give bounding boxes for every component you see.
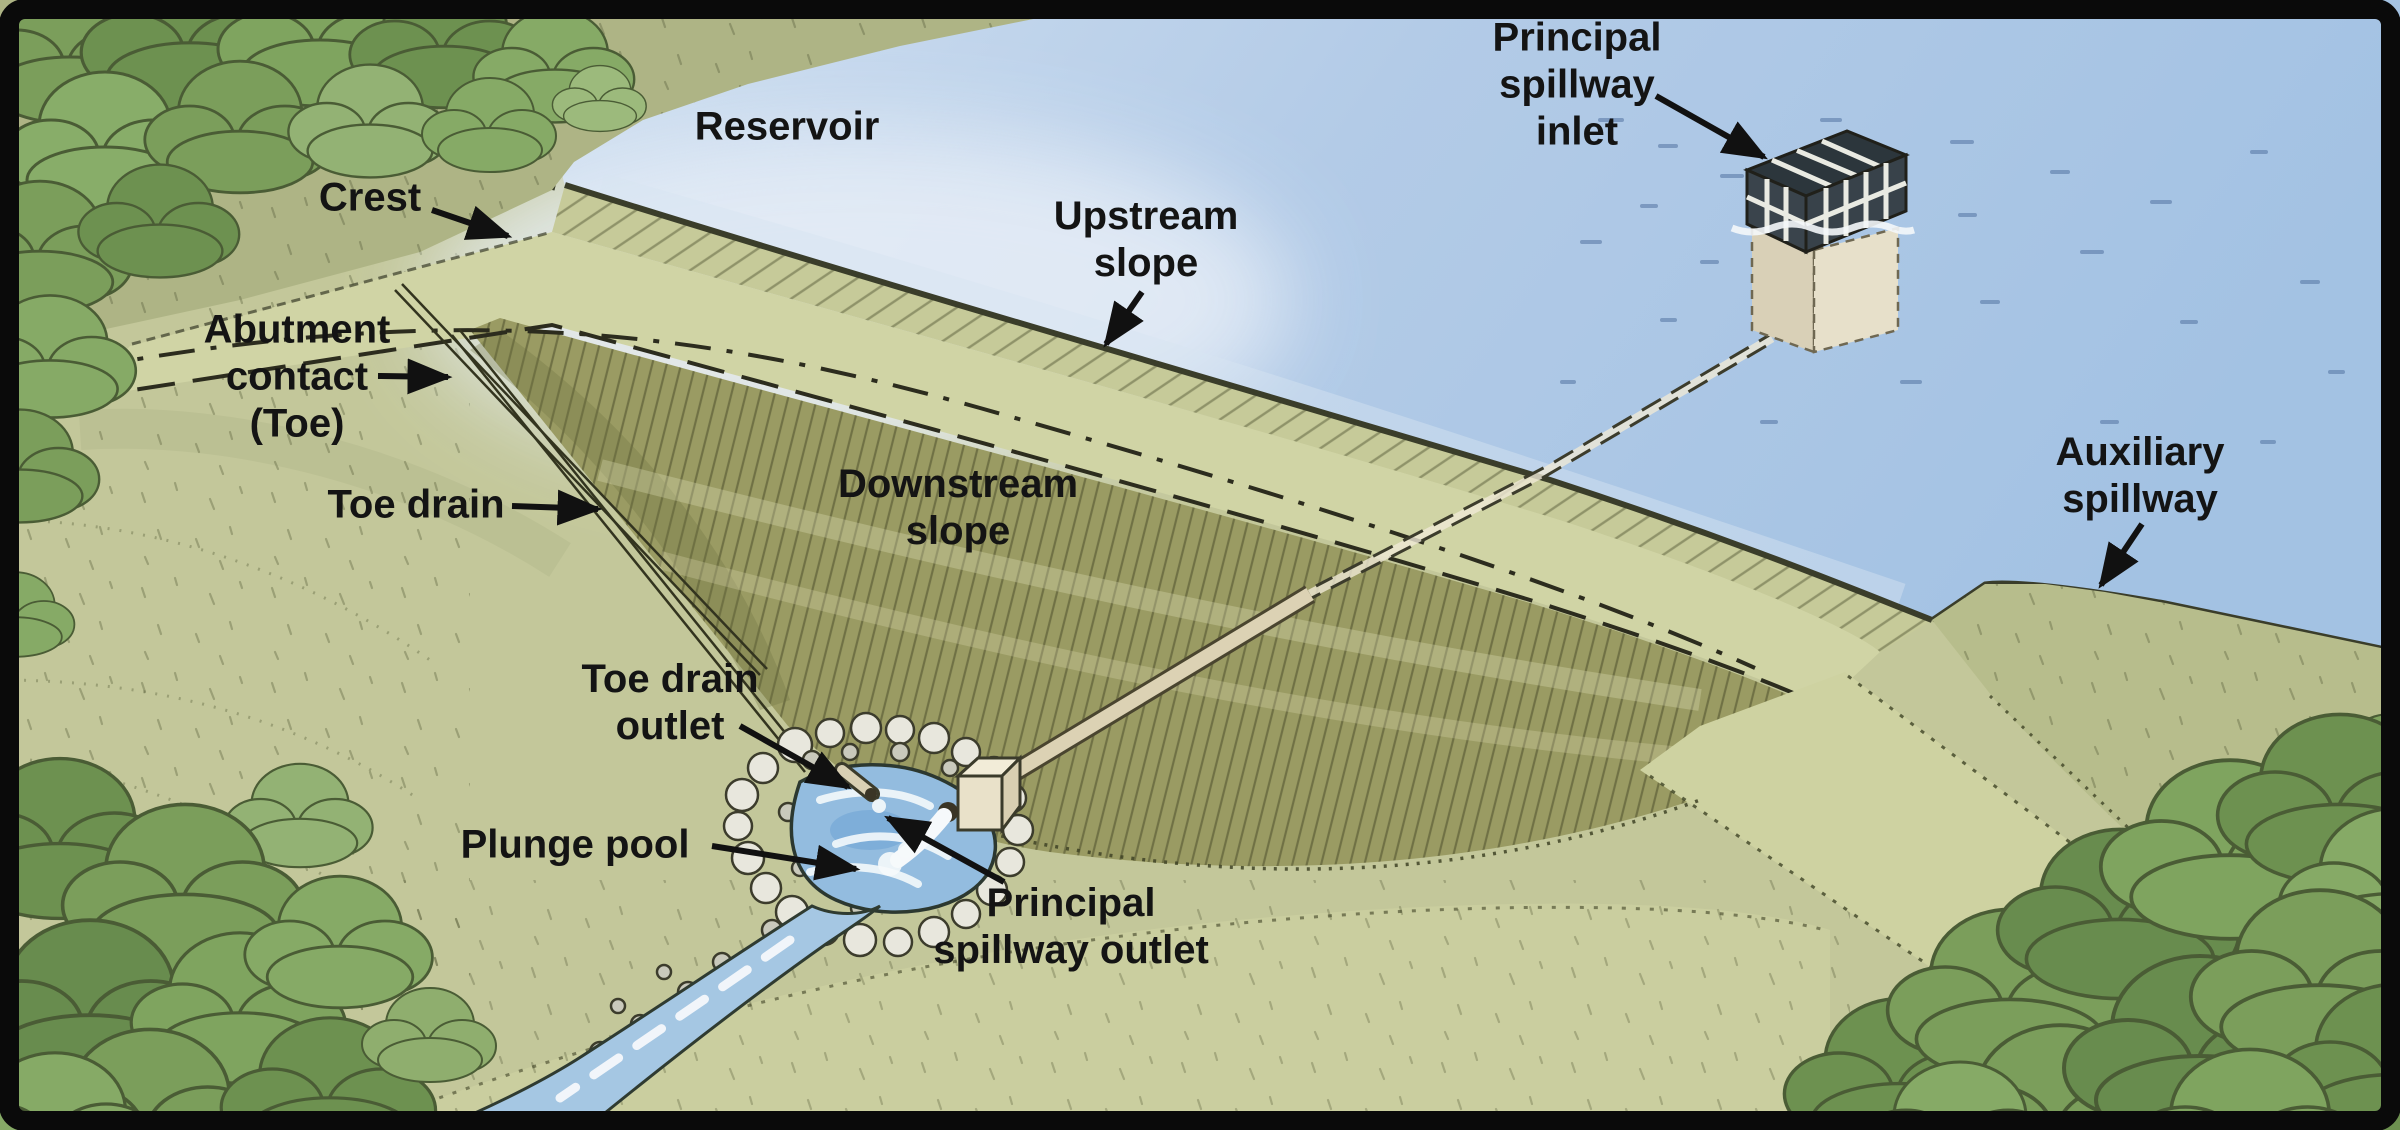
spillway-outlet-headwall — [954, 754, 1024, 835]
label-downstream-slope: Downstream slope — [837, 462, 1079, 553]
label-toe-drain-outlet: Toe drain outlet — [581, 657, 759, 748]
label-abutment-contact: Abutment contact (Toe) — [203, 307, 391, 446]
label-auxiliary-spillway: Auxiliary spillway — [2055, 430, 2225, 521]
label-plunge-pool: Plunge pool — [460, 822, 690, 867]
label-toe-drain: Toe drain — [327, 482, 505, 527]
label-principal-spillway-outlet: Principal spillway outlet — [933, 881, 1209, 972]
label-crest: Crest — [318, 175, 422, 220]
label-principal-spillway-inlet: Principal spillway inlet — [1492, 15, 1662, 154]
label-reservoir: Reservoir — [694, 104, 880, 149]
label-upstream-slope: Upstream slope — [1053, 194, 1239, 285]
principal-spillway-inlet-structure — [1730, 129, 1916, 354]
label-arrow-toe-drain — [511, 489, 603, 526]
